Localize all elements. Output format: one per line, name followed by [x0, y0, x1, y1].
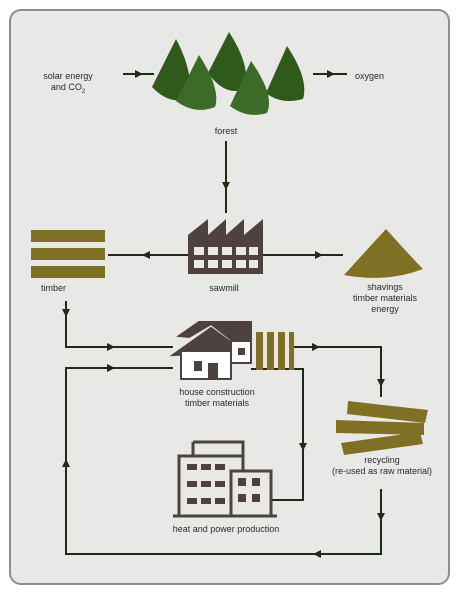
- oxygen-label: oxygen: [355, 71, 385, 81]
- solar-energy-label: solar energy and CO2: [43, 71, 93, 95]
- factory-icon: [188, 219, 263, 274]
- stacked-boards-icon: [336, 401, 428, 455]
- power-production-label: heat and power production: [172, 524, 280, 534]
- timber-planks-icon: [31, 230, 105, 278]
- sawmill-label: sawmill: [209, 283, 239, 293]
- shavings-label: shavings timber materials energy: [352, 282, 417, 314]
- timber-beams-icon: [256, 332, 294, 370]
- wood-cycle-diagram: [31, 32, 428, 558]
- house-construction-label: house construction timber materials: [179, 387, 255, 408]
- power-plant-icon: [173, 440, 277, 518]
- flow-lines: [62, 70, 385, 558]
- forest-icon: [152, 32, 305, 115]
- timber-label: timber: [41, 283, 67, 293]
- shavings-pile-icon: [344, 229, 423, 278]
- recycling-label: recycling (re-used as raw material): [331, 455, 433, 476]
- house-icon: [169, 321, 252, 380]
- forest-label: forest: [214, 126, 238, 136]
- diagram-frame: solar energy and CO2 oxygen forest timbe…: [9, 9, 450, 585]
